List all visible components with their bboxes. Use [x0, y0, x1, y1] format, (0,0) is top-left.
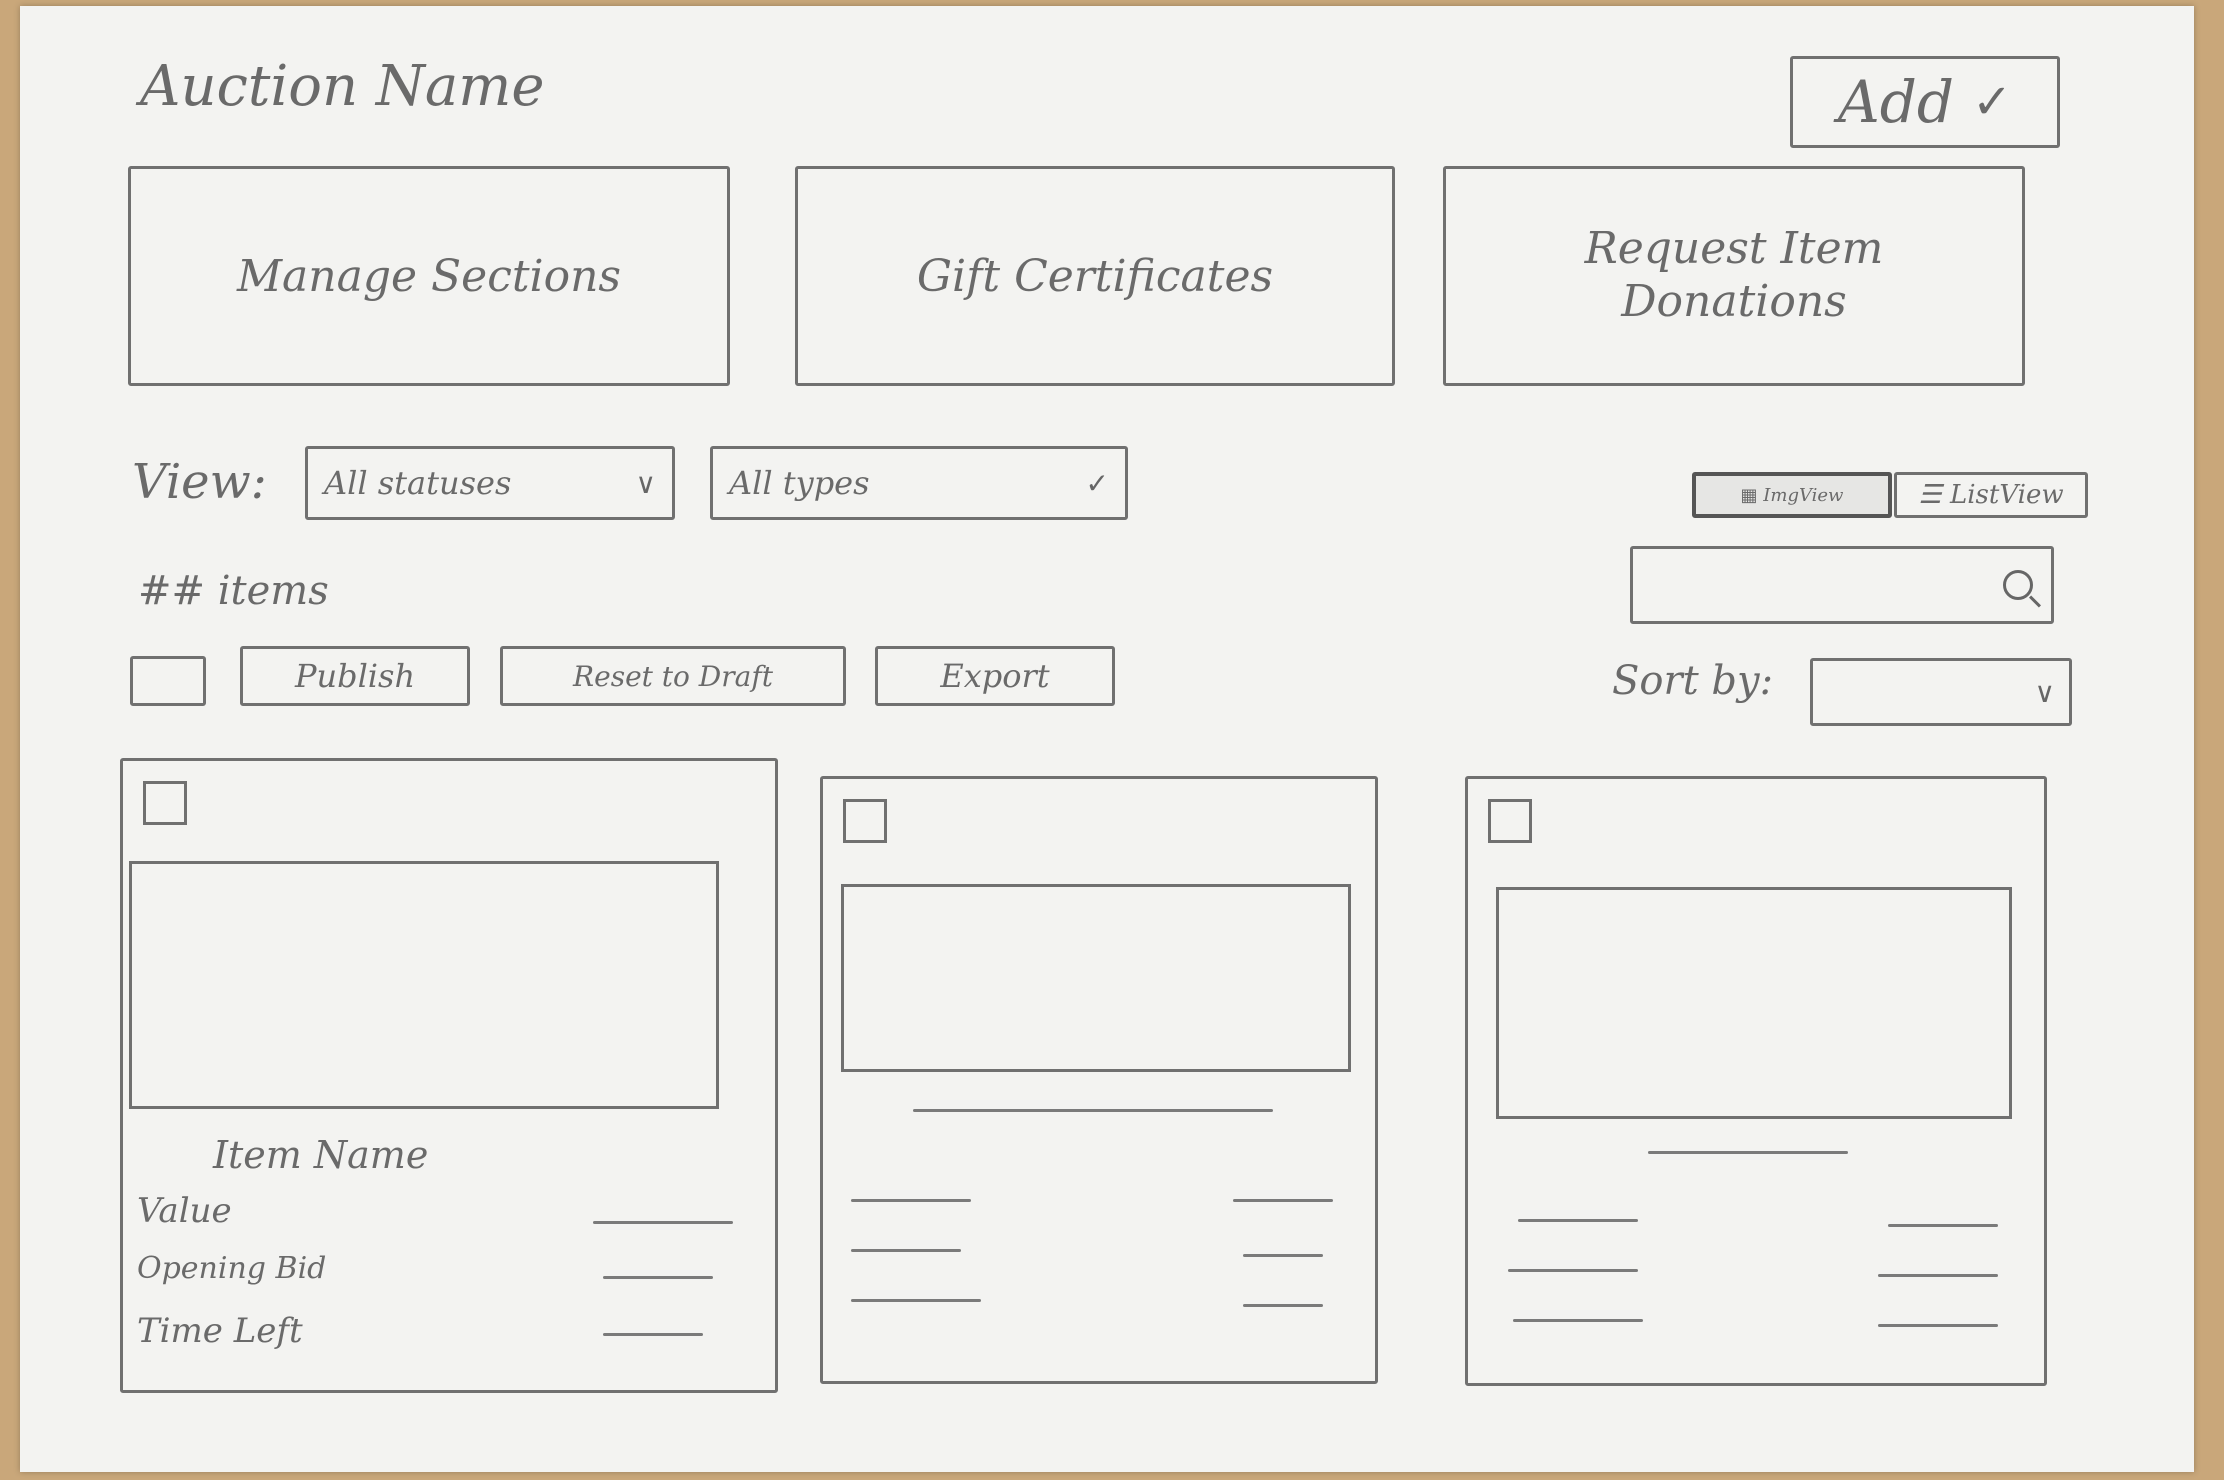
field-value-placeholder-line [1243, 1304, 1323, 1307]
view-filter-label: View: [132, 454, 267, 510]
field-label-placeholder-line [1518, 1219, 1638, 1222]
export-button[interactable]: Export [875, 646, 1115, 706]
field-value-placeholder-line [1878, 1324, 1998, 1327]
field-label-placeholder-line [851, 1199, 971, 1202]
item-name-placeholder-line [1648, 1151, 1848, 1154]
chevron-down-icon: ✓ [1971, 74, 2013, 130]
select-all-checkbox[interactable] [130, 656, 206, 706]
field-label-placeholder-line [1513, 1319, 1643, 1322]
items-count: ## items [138, 568, 329, 614]
sort-by-select[interactable]: ∨ [1810, 658, 2072, 726]
field-value-placeholder-line [1878, 1274, 1998, 1277]
value-placeholder-line [593, 1221, 733, 1224]
item-card-checkbox[interactable] [1488, 799, 1532, 843]
list-view-toggle[interactable]: ☰ ListView [1894, 472, 2088, 518]
opening-bid-label: Opening Bid [137, 1251, 327, 1286]
field-label-placeholder-line [851, 1299, 981, 1302]
item-image-placeholder [841, 884, 1351, 1072]
gift-certificates-label: Gift Certificates [916, 250, 1274, 302]
search-icon[interactable] [2003, 570, 2033, 600]
item-card[interactable]: Item Name Value Opening Bid Time Left [120, 758, 778, 1393]
item-name-placeholder-line [913, 1109, 1273, 1112]
item-card-checkbox[interactable] [143, 781, 187, 825]
search-input[interactable] [1630, 546, 2054, 624]
list-view-label: ☰ ListView [1918, 480, 2064, 510]
image-view-label: ▦ ImgView [1740, 484, 1844, 506]
field-label-placeholder-line [1508, 1269, 1638, 1272]
status-filter-select[interactable]: All statuses ∨ [305, 446, 675, 520]
status-filter-value: All statuses [324, 464, 512, 502]
item-card[interactable] [820, 776, 1378, 1384]
field-label-placeholder-line [851, 1249, 961, 1252]
item-card-checkbox[interactable] [843, 799, 887, 843]
field-value-placeholder-line [1888, 1224, 1998, 1227]
item-name: Item Name [213, 1133, 429, 1177]
manage-sections-tile[interactable]: Manage Sections [128, 166, 730, 386]
gift-certificates-tile[interactable]: Gift Certificates [795, 166, 1395, 386]
page-title: Auction Name [140, 54, 545, 119]
sketch-paper: Auction Name Add ✓ Manage Sections Gift … [20, 6, 2194, 1472]
item-card[interactable] [1465, 776, 2047, 1386]
reset-to-draft-button[interactable]: Reset to Draft [500, 646, 846, 706]
time-left-placeholder-line [603, 1333, 703, 1336]
add-dropdown-button[interactable]: Add ✓ [1790, 56, 2060, 148]
field-value-placeholder-line [1233, 1199, 1333, 1202]
reset-to-draft-label: Reset to Draft [573, 659, 773, 693]
request-item-donations-label: Request Item Donations [1584, 223, 1884, 327]
export-label: Export [940, 657, 1050, 695]
chevron-down-icon: ∨ [2034, 675, 2056, 709]
add-button-label: Add [1837, 68, 1954, 136]
field-value-placeholder-line [1243, 1254, 1323, 1257]
item-image-placeholder [1496, 887, 2012, 1119]
publish-button[interactable]: Publish [240, 646, 470, 706]
time-left-label: Time Left [137, 1311, 303, 1351]
publish-label: Publish [294, 657, 416, 695]
type-filter-value: All types [729, 464, 870, 502]
chevron-down-icon: ∨ [635, 466, 657, 500]
opening-bid-placeholder-line [603, 1276, 713, 1279]
request-item-donations-tile[interactable]: Request Item Donations [1443, 166, 2025, 386]
type-filter-select[interactable]: All types ✓ [710, 446, 1128, 520]
chevron-down-icon: ✓ [1085, 466, 1109, 500]
manage-sections-label: Manage Sections [236, 250, 622, 302]
sort-by-label: Sort by: [1612, 658, 1774, 704]
item-image-placeholder [129, 861, 719, 1109]
image-view-toggle[interactable]: ▦ ImgView [1692, 472, 1892, 518]
value-label: Value [137, 1191, 232, 1231]
